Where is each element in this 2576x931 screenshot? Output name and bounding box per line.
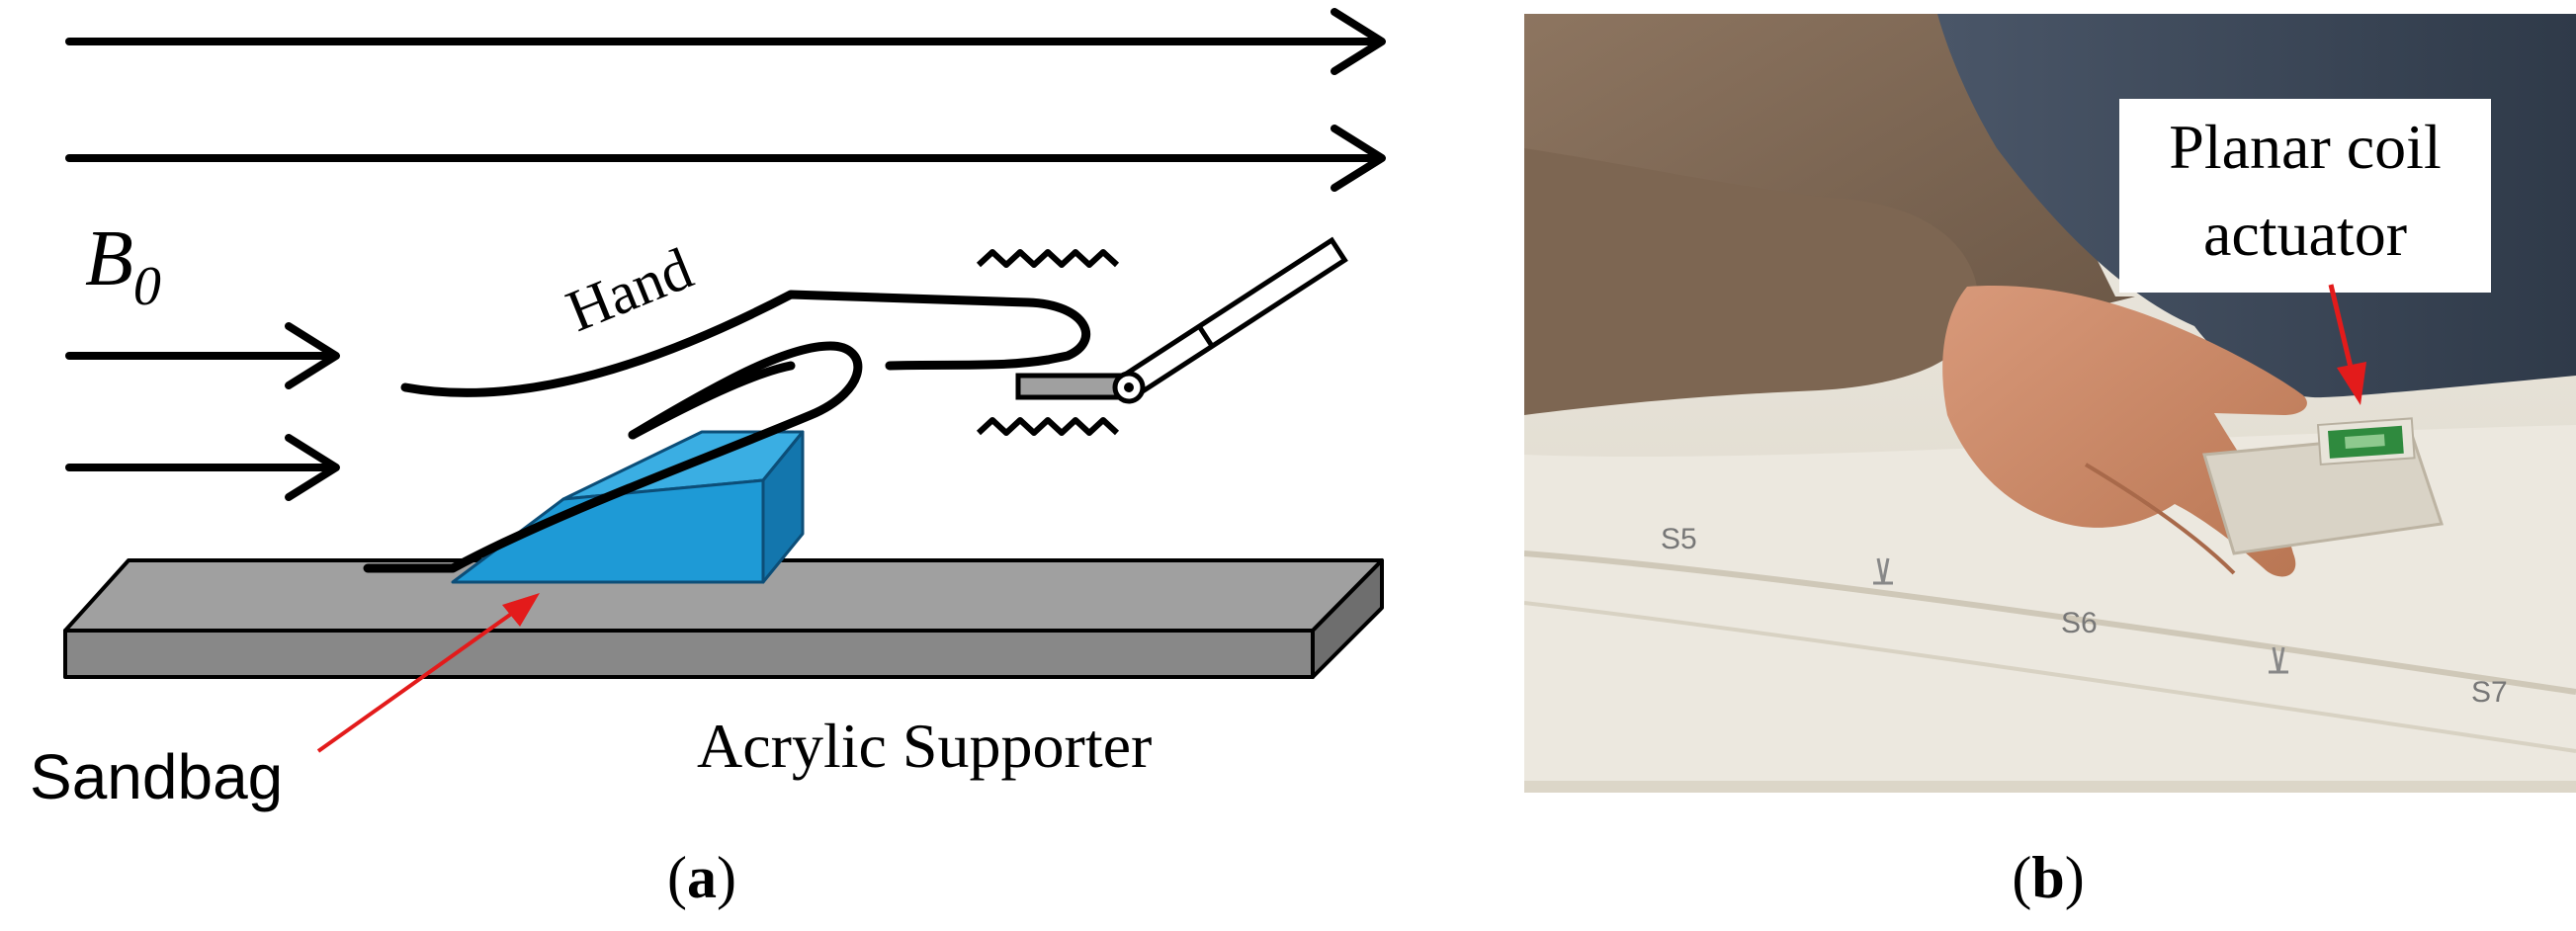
- supporter-label: Acrylic Supporter: [697, 711, 1152, 781]
- hand-inner-crease: [628, 361, 796, 440]
- stimulator-arm: [1015, 236, 1348, 404]
- field-label: B0: [85, 215, 161, 317]
- photo-sleeve: [1524, 148, 1979, 415]
- photo: S5 S6 S7 Planar coil actuator: [1524, 14, 2576, 793]
- mat-marking-s5: S5: [1661, 523, 1697, 555]
- photo-hand: [1942, 286, 2307, 577]
- hand-label: Hand: [558, 235, 701, 344]
- hand-finger-tip: [885, 355, 1053, 371]
- vibration-wave-lower: [976, 417, 1120, 436]
- field-arrow-4: [65, 434, 340, 501]
- sandbag-side: [761, 430, 805, 584]
- field-arrow-2: [65, 125, 1386, 192]
- callout-box: [2119, 99, 2491, 293]
- vibration-wave-upper: [976, 249, 1120, 268]
- caption-b: (b): [2012, 845, 2084, 910]
- hand-palm-fold: [363, 341, 863, 573]
- sandbag: [451, 430, 805, 584]
- panel-a: B0 Hand: [30, 8, 1386, 910]
- hand-outline: [363, 290, 1091, 573]
- callout-line-2: actuator: [2203, 199, 2407, 269]
- supporter-front-face: [63, 629, 1315, 679]
- sandbag-pointer-arrow: [316, 593, 540, 753]
- supporter-side-face: [1311, 558, 1384, 679]
- sandbag-label: Sandbag: [30, 741, 283, 812]
- panel-b: S5 S6 S7 Planar coil actuator (b): [1524, 14, 2576, 910]
- caption-a: (a): [667, 845, 736, 910]
- acrylic-supporter: [63, 558, 1384, 679]
- field-label-subscript: 0: [133, 256, 161, 317]
- hand-upper-contour: [400, 290, 1091, 397]
- stimulator-pad: [1015, 373, 1132, 400]
- vibration-icon: [976, 249, 1120, 436]
- callout-line-1: Planar coil: [2169, 112, 2441, 182]
- mat-marking-s7: S7: [2471, 676, 2508, 709]
- stimulator-link: [1117, 236, 1348, 401]
- field-arrows: [65, 8, 1386, 501]
- field-arrow-3: [65, 322, 340, 389]
- mat-marking-s6: S6: [2061, 607, 2098, 639]
- coil-pointer-arrow: [2328, 284, 2366, 405]
- field-arrow-1: [65, 8, 1386, 75]
